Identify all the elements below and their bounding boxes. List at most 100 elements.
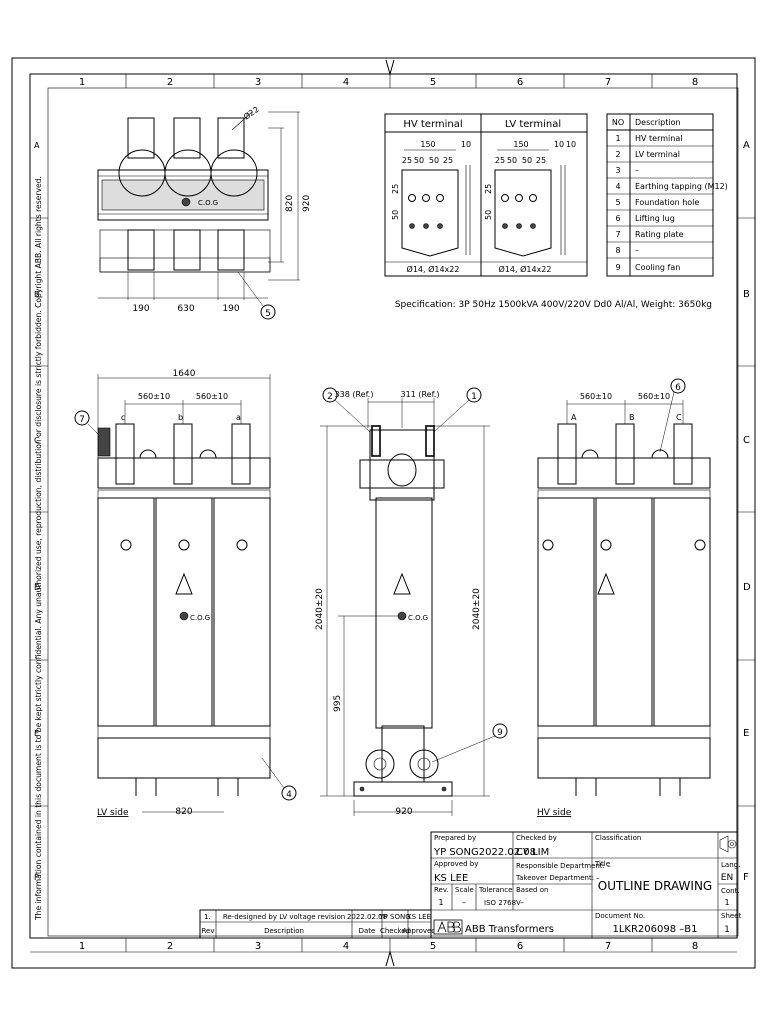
callout-4-leader	[261, 757, 285, 789]
lv-cog-label: C.O.G	[190, 614, 210, 622]
prepared-by-label: Prepared by	[434, 834, 476, 842]
sheet-label: Sheet	[721, 912, 741, 920]
callout-6	[670, 378, 686, 394]
takeover-dept: Takeover Department: –	[515, 874, 600, 882]
col-label: 2	[167, 77, 173, 88]
row-label: E	[34, 729, 39, 738]
hv-sp: 25	[402, 156, 412, 165]
lv-width: 1640	[173, 369, 196, 379]
col-label: 2	[167, 941, 173, 952]
legend-no: 6	[615, 214, 620, 223]
side-view-dims	[320, 398, 490, 816]
hv-spacing: 560±10	[638, 392, 670, 401]
hv-phase: B	[629, 413, 635, 422]
hv-phase: A	[571, 413, 577, 422]
hv-side-view	[537, 423, 711, 796]
col-label: 7	[605, 941, 611, 952]
col-label: 3	[255, 941, 261, 952]
lv-side: 10	[566, 140, 576, 149]
legend-no: 3	[615, 166, 620, 175]
callout-1	[466, 387, 482, 403]
callout-5-leader	[237, 271, 264, 307]
top-cog-label: C.O.G	[198, 199, 218, 207]
lv-phase: c	[121, 413, 125, 422]
row-label: F	[34, 873, 39, 882]
approved-by-label: Approved by	[434, 860, 478, 868]
column-labels-bottom: 1 2 3 4 5 6 7 8	[79, 941, 698, 952]
row-label: D	[743, 582, 751, 593]
revision-description: Re-designed by LV voltage revision	[223, 913, 345, 921]
legend-no: 7	[615, 230, 620, 239]
column-grid	[30, 74, 737, 953]
side-bottom-dim: 920	[395, 807, 412, 817]
revision-header: Rev	[202, 927, 215, 935]
col-label: 6	[517, 77, 523, 88]
col-label: 5	[430, 941, 436, 952]
revision-date: 2022.02.08	[347, 913, 387, 921]
checked-by-label: Checked by	[516, 834, 557, 842]
drawing-title: OUTLINE DRAWING	[598, 879, 712, 893]
title-label: Title	[594, 860, 610, 868]
lv-vert: 25	[484, 184, 493, 194]
lv-side-label: LV side	[97, 808, 129, 818]
hv-vert: 50	[391, 210, 400, 220]
row-label: C	[743, 435, 750, 446]
col-label: 7	[605, 77, 611, 88]
col-label: 4	[343, 941, 349, 952]
outer-frame	[11, 57, 756, 969]
legend-desc: LV terminal	[635, 150, 680, 159]
callout-1-leader	[433, 399, 470, 433]
callout-6-leader	[659, 391, 675, 453]
lv-sp: 25	[495, 156, 505, 165]
col-label: 4	[343, 77, 349, 88]
hv-view-dims	[566, 400, 684, 424]
projection-symbol-icon	[719, 835, 737, 853]
document-no: 1LKR206098 –B1	[612, 924, 697, 935]
legend-desc: Foundation hole	[635, 198, 699, 207]
legend-header: NO	[612, 118, 624, 127]
title-block-text: Prepared by YP SONG2022.02.08 Checked by…	[202, 834, 742, 935]
hv-side: 10	[461, 140, 471, 149]
abb-logo	[433, 919, 463, 935]
legend-table	[606, 113, 714, 277]
row-label: C	[34, 436, 40, 445]
legend-header: Description	[635, 118, 681, 127]
title-block-grid	[199, 831, 738, 939]
lv-terminal-title: LV terminal	[505, 119, 561, 130]
rev: 1	[438, 898, 443, 907]
callout-9-label: 9	[497, 728, 503, 738]
legend-no: 2	[615, 150, 620, 159]
hv-terminal-title: HV terminal	[403, 119, 462, 130]
top-dim-630: 630	[177, 304, 194, 314]
lv-side: 10	[554, 140, 564, 149]
legend-desc: Rating plate	[635, 230, 684, 239]
side-top-dim: 311 (Ref.)	[401, 390, 440, 399]
scale-label: Scale	[455, 886, 474, 894]
hv-sp: 25	[443, 156, 453, 165]
sheet: 1	[724, 925, 730, 935]
row-grid	[30, 217, 755, 807]
col-label: 6	[517, 941, 523, 952]
hv-side-label: HV side	[537, 808, 572, 818]
legend-no: 8	[615, 246, 620, 255]
lv-view-dims	[97, 374, 271, 813]
based-on-label: Based on	[516, 886, 548, 894]
top-dim-820: 820	[285, 195, 295, 212]
terminal-holes	[408, 194, 537, 229]
row-label: F	[743, 872, 749, 883]
lv-sp: 50	[507, 156, 517, 165]
side-height-left: 2040±20	[315, 588, 325, 630]
legend-desc: –	[635, 166, 639, 175]
lv-spacing: 560±10	[196, 392, 228, 401]
specification: Specification: 3P 50Hz 1500kVA 400V/220V…	[395, 300, 712, 310]
legend-desc: Earthing tapping (M12)	[635, 182, 728, 191]
lv-phase: a	[236, 413, 241, 422]
lv-sp: 50	[522, 156, 532, 165]
lv-width: 150	[513, 140, 528, 149]
legend-desc: HV terminal	[635, 134, 682, 143]
callout-2-label: 2	[327, 392, 333, 402]
revision-checked: YP SONG	[378, 913, 410, 921]
cont: 1	[724, 898, 729, 907]
lang: EN	[721, 873, 733, 883]
legend-desc: –	[635, 246, 639, 255]
